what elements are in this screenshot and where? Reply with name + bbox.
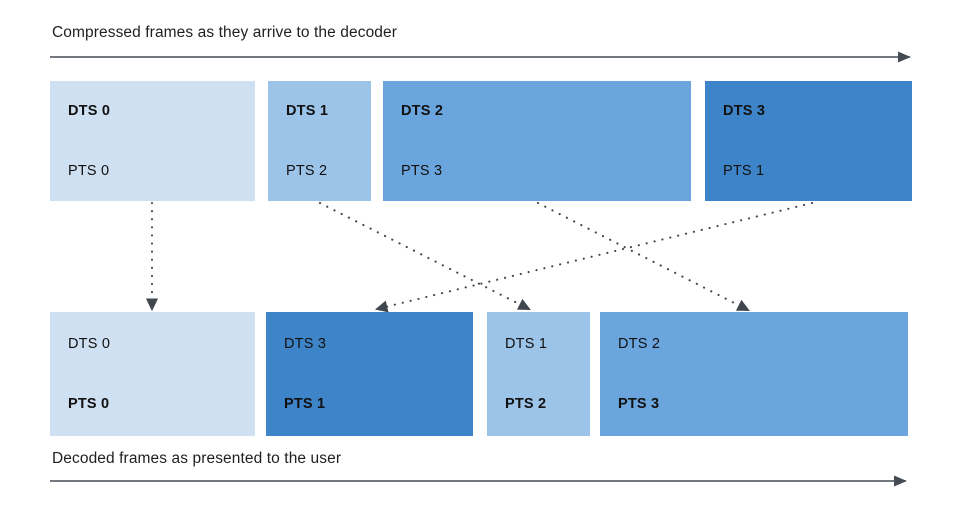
frame-box[interactable]: DTS 2 PTS 3 [600,312,908,436]
frame-box[interactable]: DTS 1 PTS 2 [268,81,371,201]
frame-dts-label: DTS 3 [723,103,766,119]
frame-box[interactable]: DTS 3 PTS 1 [705,81,912,201]
frame-dts-label: DTS 2 [618,336,661,352]
dts3-to-pts1-connector [374,201,814,313]
frame-box[interactable]: DTS 0 PTS 0 [50,312,255,436]
frame-dts-label: DTS 1 [286,103,329,119]
dts1-to-pts2-connector [318,201,531,311]
frame-dts-label: DTS 2 [401,103,444,119]
frame-box[interactable]: DTS 3 PTS 1 [266,312,473,436]
bottom-timeline-caption: Decoded frames as presented to the user [52,450,342,467]
frame-pts-label: PTS 2 [286,163,328,179]
frame-pts-label: PTS 0 [68,396,110,412]
dts2-to-pts3-connector [536,201,750,312]
frame-pts-label: PTS 2 [505,396,547,412]
frame-dts-label: DTS 0 [68,336,111,352]
frame-pts-label: PTS 1 [284,396,326,412]
frame-dts-label: DTS 3 [284,336,327,352]
top-timeline-caption: Compressed frames as they arrive to the … [52,24,397,41]
frame-dts-label: DTS 1 [505,336,548,352]
frame-box[interactable]: DTS 2 PTS 3 [383,81,691,201]
frame-dts-label: DTS 0 [68,103,111,119]
frame-pts-label: PTS 3 [618,396,660,412]
frame-pts-label: PTS 3 [401,163,443,179]
frame-pts-label: PTS 0 [68,163,110,179]
frame-pts-label: PTS 1 [723,163,765,179]
frame-box[interactable]: DTS 0 PTS 0 [50,81,255,201]
frame-box[interactable]: DTS 1 PTS 2 [487,312,590,436]
